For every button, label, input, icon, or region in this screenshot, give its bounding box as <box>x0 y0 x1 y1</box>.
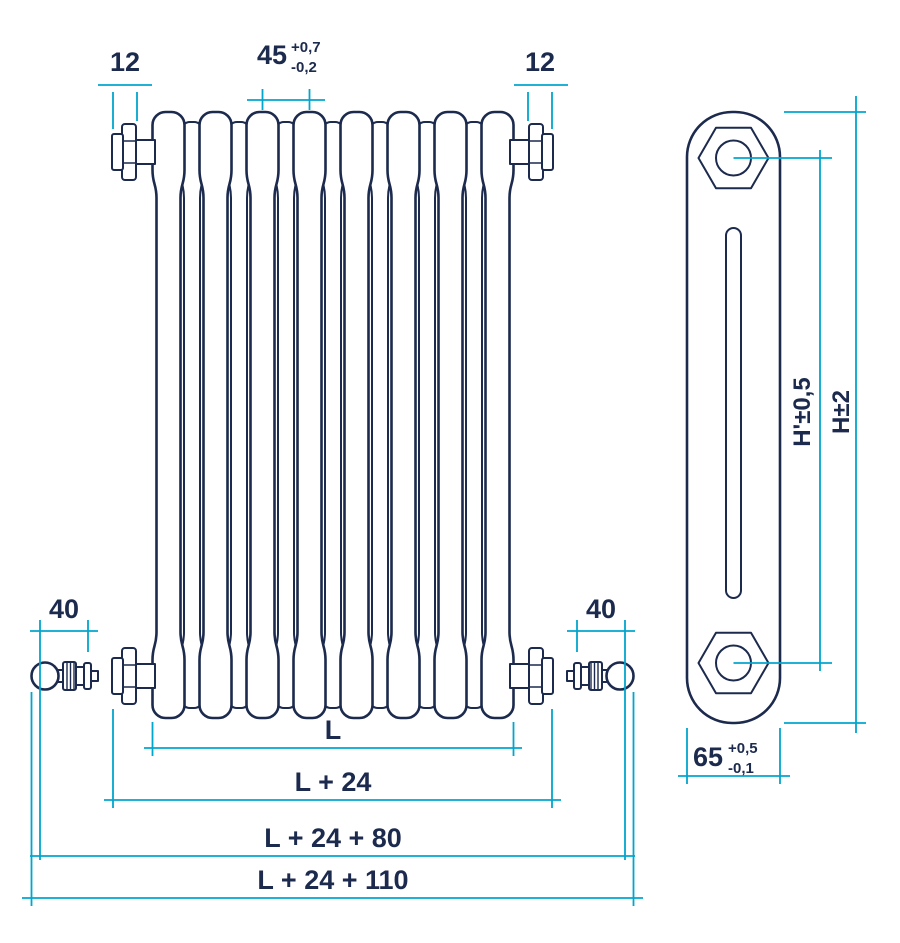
dim-pitch-height-label: H'±0,5 <box>789 377 816 447</box>
plug-top-left <box>111 123 156 181</box>
rear-column <box>368 121 392 709</box>
dim-plug-right-lines <box>514 84 568 129</box>
dim-length-lines <box>144 722 522 756</box>
dim-pitch-lines <box>247 89 325 110</box>
dim-overall-height-label: H±2 <box>828 390 855 434</box>
radiator-column <box>386 110 421 720</box>
dim-depth-tol-minus: -0,1 <box>728 760 754 777</box>
rear-column <box>415 121 439 709</box>
valve-bottom-left <box>30 660 100 692</box>
rear-column <box>274 121 298 709</box>
radiator-column <box>151 110 186 720</box>
radiator-column <box>433 110 468 720</box>
dim-length24110-lines <box>22 692 643 906</box>
valve-bottom-right <box>565 660 635 692</box>
dim-valve-right-lines <box>567 620 635 860</box>
dim-length24-label: L + 24 <box>295 767 372 797</box>
dimension-labels: 12 12 45 +0,7 -0,2 40 40 L L + 24 L + 24… <box>49 39 855 895</box>
dim-length24-lines <box>104 709 561 808</box>
radiator-column <box>480 110 515 720</box>
plug-top-right <box>509 123 554 181</box>
radiator-column <box>198 110 233 720</box>
dim-depth-tol-plus: +0,5 <box>728 740 758 757</box>
dim-depth-label: 65 <box>693 742 723 772</box>
dim-plug-left-lines <box>98 84 152 129</box>
plug-bottom-right <box>509 647 554 705</box>
dim-valve-right-label: 40 <box>586 594 616 624</box>
dim-pitch-tol-plus: +0,7 <box>291 39 321 56</box>
radiator-column <box>245 110 280 720</box>
dim-overall-height-lines <box>784 96 866 733</box>
dim-pitch-tol-minus: -0,2 <box>291 59 317 76</box>
dim-plug-left-label: 12 <box>110 47 140 77</box>
dim-valve-left-lines <box>30 620 98 860</box>
dim-pitch-height-lines <box>733 150 832 671</box>
dim-pitch-label: 45 <box>257 40 287 70</box>
dim-depth-lines <box>678 728 790 784</box>
dimension-lines <box>22 84 866 906</box>
dim-length-label: L <box>325 715 342 745</box>
dim-valve-left-label: 40 <box>49 594 79 624</box>
radiator-column <box>292 110 327 720</box>
rear-column <box>321 121 345 709</box>
dim-length24110-label: L + 24 + 110 <box>257 865 408 895</box>
rear-column <box>180 121 204 709</box>
dim-plug-right-label: 12 <box>525 47 555 77</box>
side-view <box>685 110 782 725</box>
side-slot <box>725 227 742 599</box>
rear-column <box>462 121 486 709</box>
rear-column <box>227 121 251 709</box>
plug-bottom-left <box>111 647 156 705</box>
radiator-column <box>339 110 374 720</box>
front-view <box>30 110 635 720</box>
dim-length2480-label: L + 24 + 80 <box>264 823 402 853</box>
